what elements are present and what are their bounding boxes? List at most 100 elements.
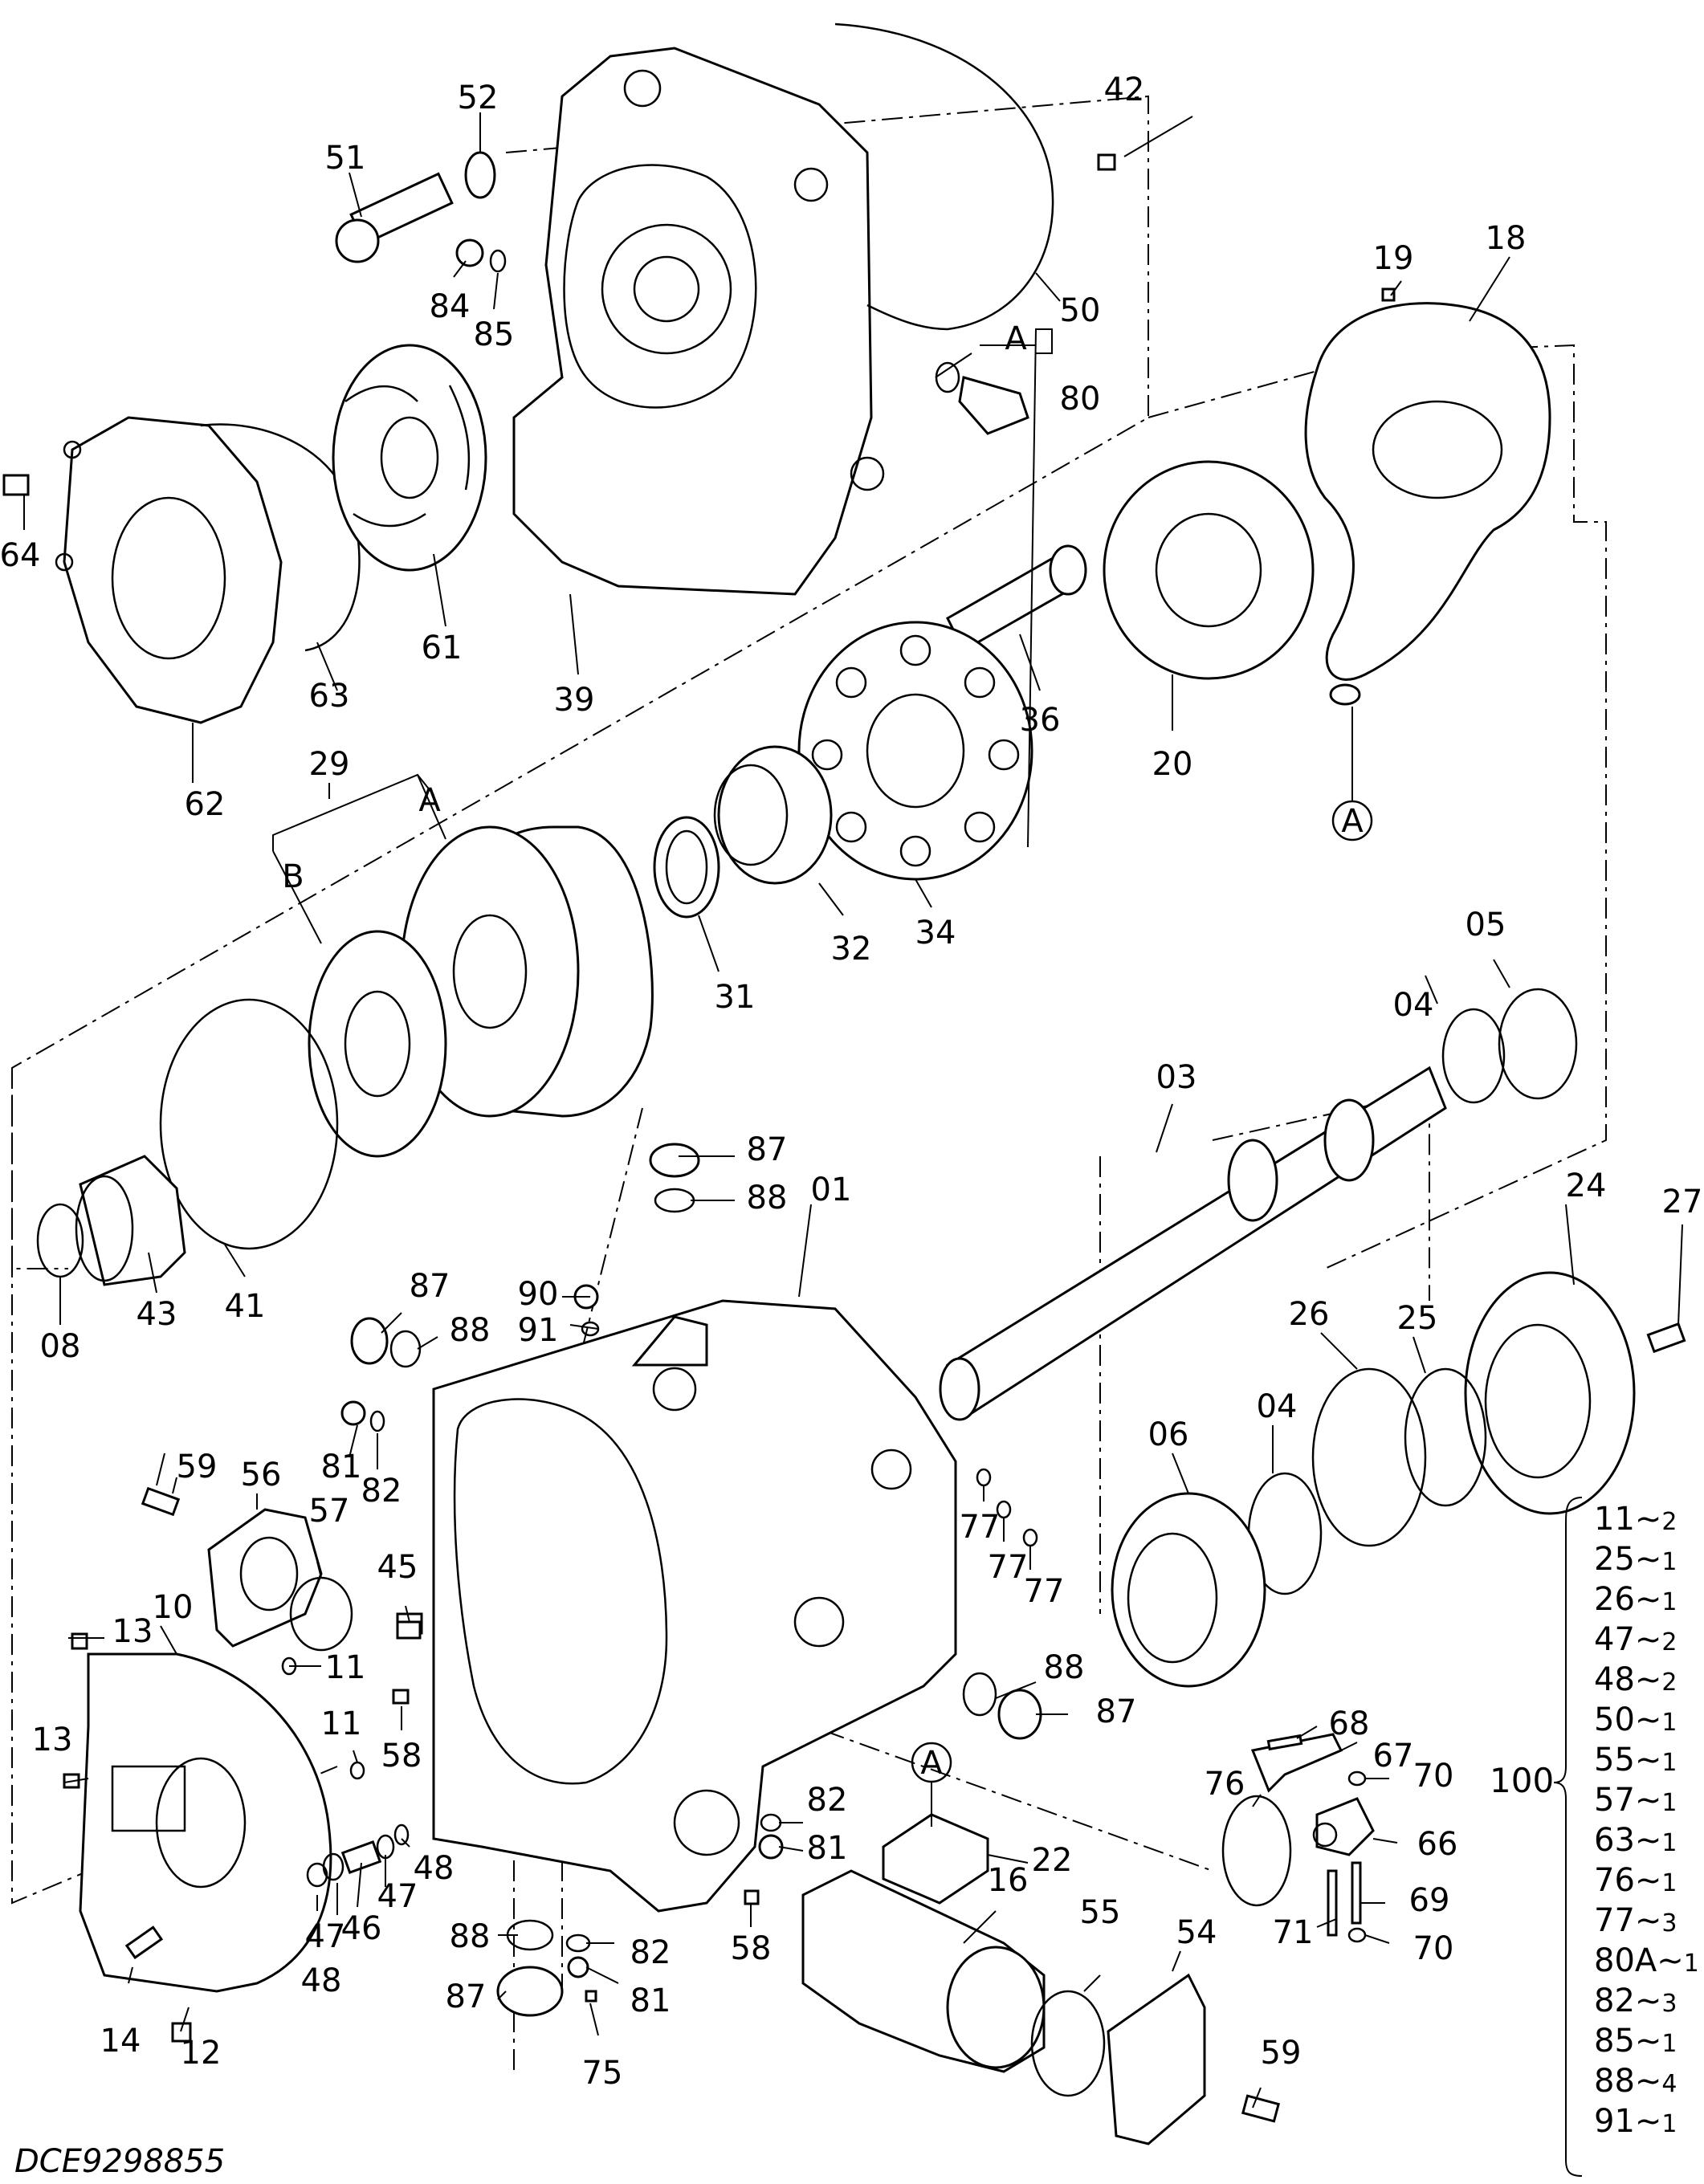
callout-58-b: 58 [731,1930,772,1967]
part-34-valve-plate [797,621,1033,881]
callout-64: 64 [0,537,40,574]
callout-58-a: 58 [381,1738,422,1774]
callout-70-b: 70 [1413,1930,1454,1967]
seal-kit-part: 50~ [1594,1701,1661,1738]
seal-kit-part: 55~ [1594,1742,1661,1779]
callout-31: 31 [715,979,756,1016]
part-39-upper-housing [512,47,885,596]
callout-80: 80 [1060,381,1101,418]
part-24-seal-cover [1464,1271,1636,1515]
callout-87-b: 87 [410,1268,450,1305]
seal-kit-row: 11~2 [1594,1501,1678,1538]
callout-50: 50 [1060,292,1101,329]
seal-kit-row: 50~1 [1594,1701,1678,1738]
subassembly-b-label: B [282,858,304,895]
part-61-impeller [332,344,487,572]
callout-03: 03 [1156,1059,1197,1096]
callout-87-c: 87 [1096,1693,1137,1730]
part-62-cover-plate [55,416,283,724]
callout-34: 34 [915,915,956,951]
callout-24: 24 [1566,1167,1607,1204]
part-16-piston [801,1869,1046,2073]
callout-56: 56 [241,1457,282,1493]
callout-04-upper: 04 [1393,987,1434,1024]
part-27-screw [1646,1322,1686,1354]
seal-kit-part: 57~ [1594,1782,1661,1819]
part-85-oring [489,249,507,273]
part-03-main-shaft [939,1066,1447,1421]
part-55-oring [1030,1990,1106,2097]
callout-62: 62 [185,786,226,823]
part-32-sleeve [713,745,833,885]
reference-circle-a [911,707,1373,1827]
part-54-cover [1107,1973,1206,2145]
callout-55: 55 [1080,1894,1121,1931]
seal-kit-row: 91~1 [1594,2103,1678,2140]
callout-51: 51 [325,140,366,177]
seal-kit-part: 11~ [1594,1501,1661,1538]
seal-kit-qty: 1 [1661,1789,1677,1817]
callout-41: 41 [225,1288,266,1325]
callout-06: 06 [1148,1416,1189,1453]
part-22-block [882,1813,989,1905]
part-42-screw [1097,153,1116,171]
callout-61: 61 [422,630,463,666]
seal-kit-part: 85~ [1594,2023,1661,2060]
seal-kit-number: 100 [1490,1761,1554,1800]
seal-kit-part: 63~ [1594,1822,1661,1859]
callout-13-b: 13 [32,1722,73,1758]
part-51-bolt [335,172,454,263]
seal-kit-part: 26~ [1594,1581,1661,1618]
seal-kit-row: 77~3 [1594,1902,1678,1939]
seal-kit-part: 88~ [1594,2063,1661,2100]
part-52-washer [464,151,496,199]
callout-63: 63 [309,678,350,715]
callout-77-c: 77 [1024,1573,1065,1610]
seal-kit-row: 55~1 [1594,1742,1678,1779]
seal-kit-row: 88~4 [1594,2063,1678,2100]
callout-45: 45 [377,1549,418,1586]
callout-71: 71 [1273,1914,1314,1951]
callout-14: 14 [100,2023,141,2060]
callout-81-c: 81 [630,1982,671,2019]
callout-82-b: 82 [807,1782,848,1819]
callout-67: 67 [1373,1738,1414,1774]
seal-kit-qty: 1 [1661,1709,1677,1737]
part-04-snap-ring-upper [1441,1008,1506,1104]
callout-77-b: 77 [988,1549,1029,1586]
reference-a-lower: A [920,1745,943,1782]
seal-kit-row: 57~1 [1594,1782,1678,1819]
callout-77-a: 77 [960,1509,1001,1546]
seal-kit-row: 25~1 [1594,1541,1678,1578]
part-68-pin [1266,1734,1303,1751]
callout-25: 25 [1397,1300,1438,1337]
part-31-ring [653,816,720,919]
callout-13-a: 13 [112,1613,153,1650]
seal-kit-row: 76~1 [1594,1862,1678,1899]
leader-lines [23,112,1683,2109]
callout-08: 08 [40,1328,81,1365]
callout-59-b: 59 [1261,2035,1302,2072]
part-41-seal-ring [159,998,339,1250]
part-08-snap-ring [36,1203,84,1278]
callout-84: 84 [430,288,471,325]
callout-87-d: 87 [446,1978,487,2015]
seal-kit-part: 76~ [1594,1862,1661,1899]
callout-91: 91 [518,1312,559,1349]
callout-47-a: 47 [305,1918,346,1955]
callout-87-a: 87 [747,1131,788,1168]
callout-42: 42 [1104,71,1145,108]
callout-46: 46 [341,1910,382,1947]
callout-10: 10 [153,1589,194,1626]
callout-32: 32 [831,931,872,968]
part-84-plug [455,238,484,267]
part-56-cover [207,1508,323,1648]
part-43-bushing [75,1155,186,1286]
seal-kit-part: 80A~ [1594,1942,1684,1979]
callout-69: 69 [1409,1882,1450,1919]
callout-66: 66 [1417,1826,1458,1863]
part-29-cylinder-block [308,825,654,1158]
drawing-code: DCE9298855 [14,2143,225,2180]
part-69-pin [1351,1861,1362,1925]
seal-kit-qty: 1 [1661,2110,1677,2138]
